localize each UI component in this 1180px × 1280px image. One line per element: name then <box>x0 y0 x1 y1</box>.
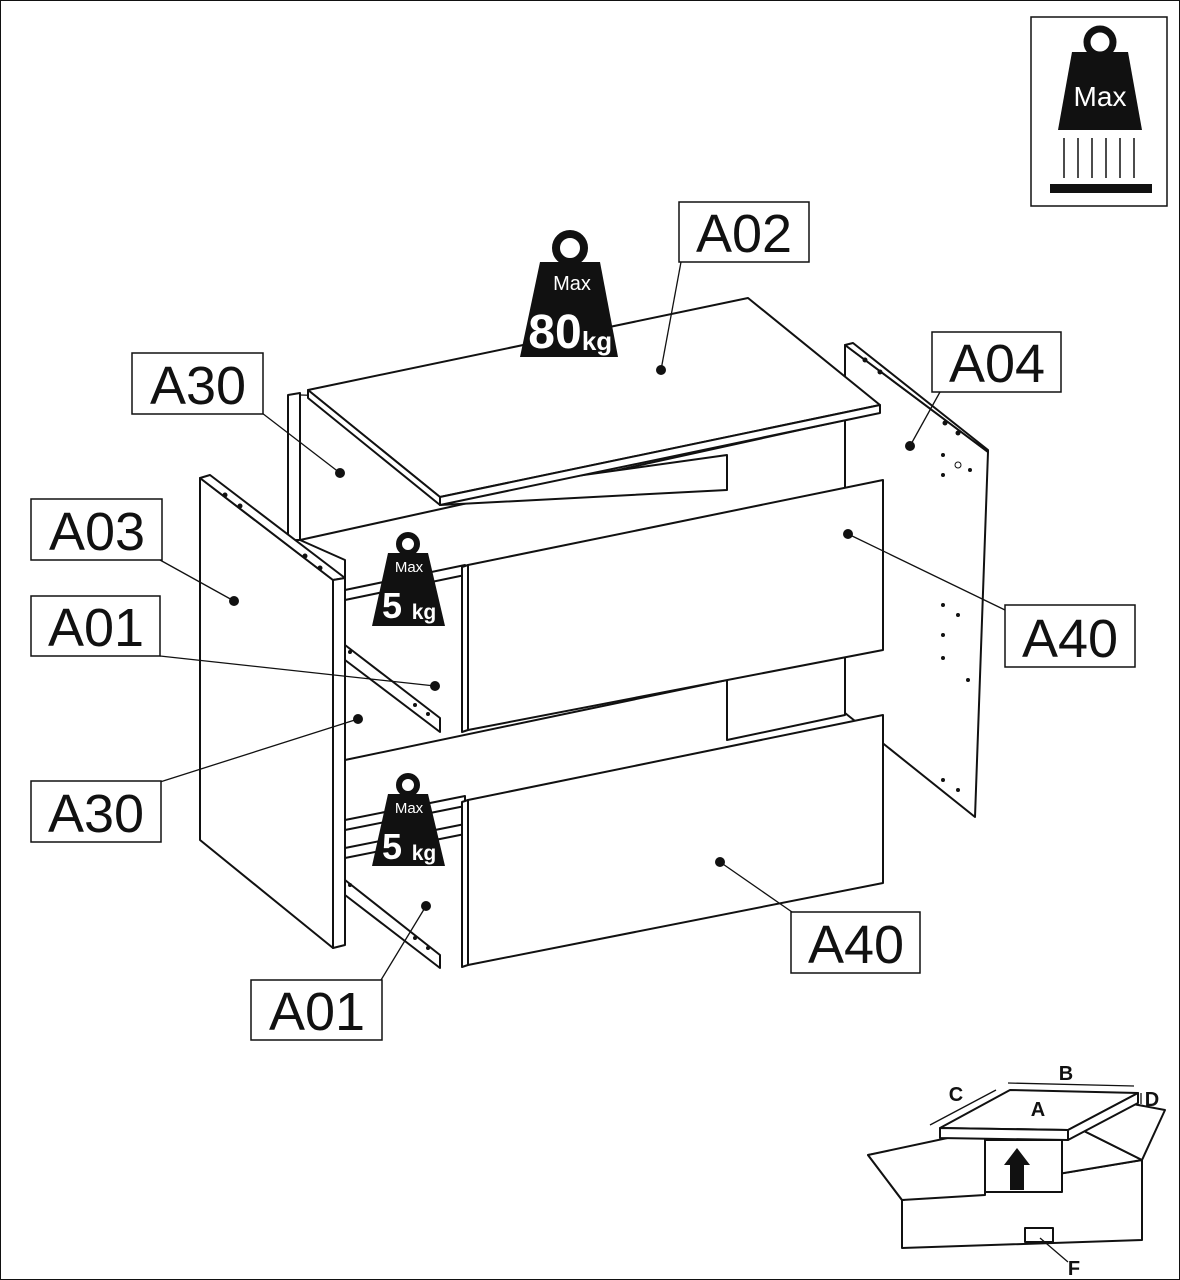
svg-text:5: 5 <box>382 826 402 867</box>
svg-text:A01: A01 <box>48 598 144 658</box>
svg-text:A30: A30 <box>150 356 246 416</box>
max-load-legend-icon: Max <box>1030 16 1168 207</box>
svg-text:A40: A40 <box>1022 609 1118 669</box>
svg-text:A04: A04 <box>949 334 1045 394</box>
svg-text:A40: A40 <box>808 915 904 975</box>
label-a30-upper: A30 <box>131 352 264 416</box>
label-a01-lower: A01 <box>250 979 383 1042</box>
upper-drawer-load-weight-icon: Max 5 kg <box>372 532 445 626</box>
svg-text:A30: A30 <box>48 784 144 844</box>
label-a30-lower: A30 <box>30 780 162 844</box>
svg-text:kg: kg <box>412 601 437 624</box>
label-a01-upper: A01 <box>30 595 161 658</box>
svg-text:5: 5 <box>382 585 402 626</box>
svg-text:80: 80 <box>528 306 581 359</box>
svg-text:A01: A01 <box>269 982 365 1042</box>
svg-text:B: B <box>1059 1063 1073 1085</box>
svg-text:A03: A03 <box>49 502 145 562</box>
label-a03: A03 <box>30 498 163 562</box>
svg-text:C: C <box>949 1084 963 1106</box>
svg-text:kg: kg <box>582 326 612 356</box>
svg-text:kg: kg <box>412 842 437 865</box>
svg-text:F: F <box>1068 1258 1080 1280</box>
package-dimensions-diagram: B C D A F <box>867 1063 1166 1280</box>
svg-text:D: D <box>1145 1089 1159 1111</box>
label-a40-upper: A40 <box>1004 604 1136 669</box>
svg-text:Max: Max <box>395 800 424 817</box>
leader-lines <box>159 261 1006 981</box>
lower-drawer-load-weight-icon: Max 5 kg <box>372 773 445 867</box>
legend-max-text: Max <box>1074 81 1127 112</box>
svg-text:Max: Max <box>553 273 591 295</box>
label-a40-lower: A40 <box>790 911 921 975</box>
svg-text:A02: A02 <box>696 204 792 264</box>
left-side-panel <box>199 474 346 949</box>
svg-text:A: A <box>1031 1099 1045 1121</box>
right-side-panel <box>844 342 989 818</box>
label-a04: A04 <box>931 331 1062 394</box>
svg-text:Max: Max <box>395 559 424 576</box>
label-a02: A02 <box>678 201 810 264</box>
top-load-weight-icon: Max 80 kg <box>520 230 618 359</box>
